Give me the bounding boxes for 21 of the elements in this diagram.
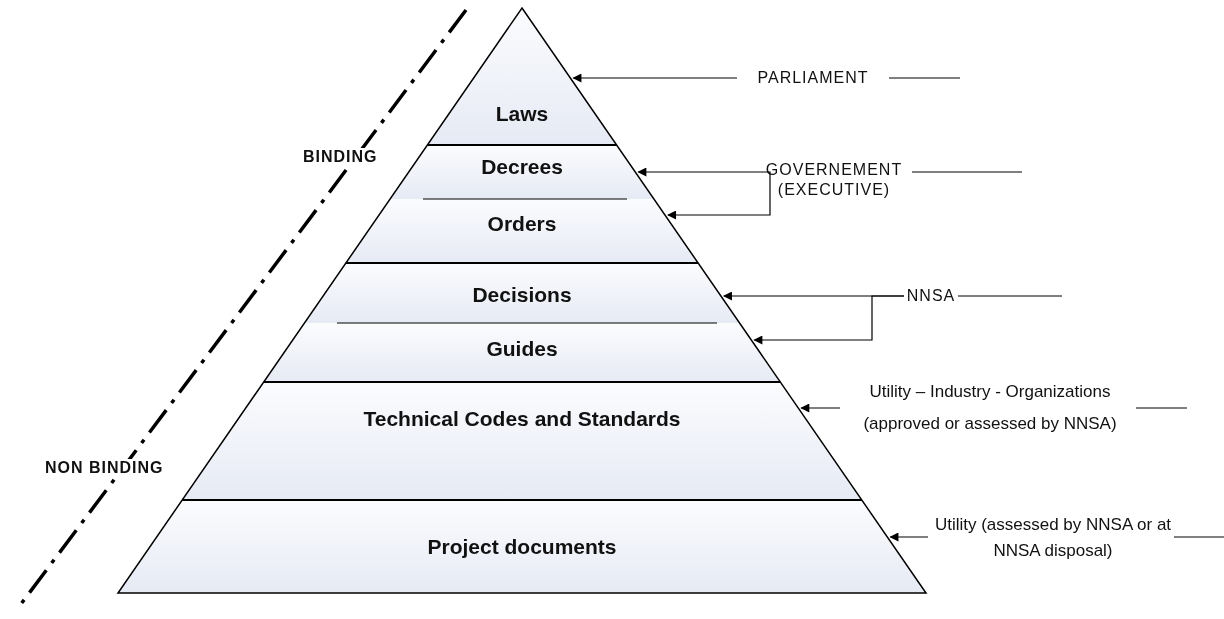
tier-label: Guides <box>485 337 559 361</box>
arrow <box>800 403 841 413</box>
authority-label: GOVERNEMENT (EXECUTIVE) <box>756 160 912 200</box>
tier-label: Project documents <box>426 535 618 559</box>
arrow <box>667 171 771 220</box>
pyramid-tier <box>390 145 654 199</box>
arrow <box>572 73 738 83</box>
authority-label: PARLIAMENT <box>737 68 889 88</box>
arrow <box>637 167 757 177</box>
authority-label: Utility (assessed by NNSA or at NNSA disposal) <box>928 512 1178 564</box>
arrow <box>889 532 929 542</box>
authority-label: Utility – Industry - Organizations (approved or assessed by NNSA) <box>840 376 1140 440</box>
tier-label: Decisions <box>471 283 573 307</box>
pyramid-tier <box>304 263 740 323</box>
arrow <box>753 295 905 345</box>
authority-label: NNSA <box>904 286 958 306</box>
tier-label: Laws <box>494 102 550 126</box>
pyramid-tier <box>345 199 699 263</box>
tier-label: Orders <box>486 212 558 236</box>
tier-label: Technical Codes and Standards <box>362 407 682 431</box>
tier-label: Decrees <box>480 155 564 179</box>
